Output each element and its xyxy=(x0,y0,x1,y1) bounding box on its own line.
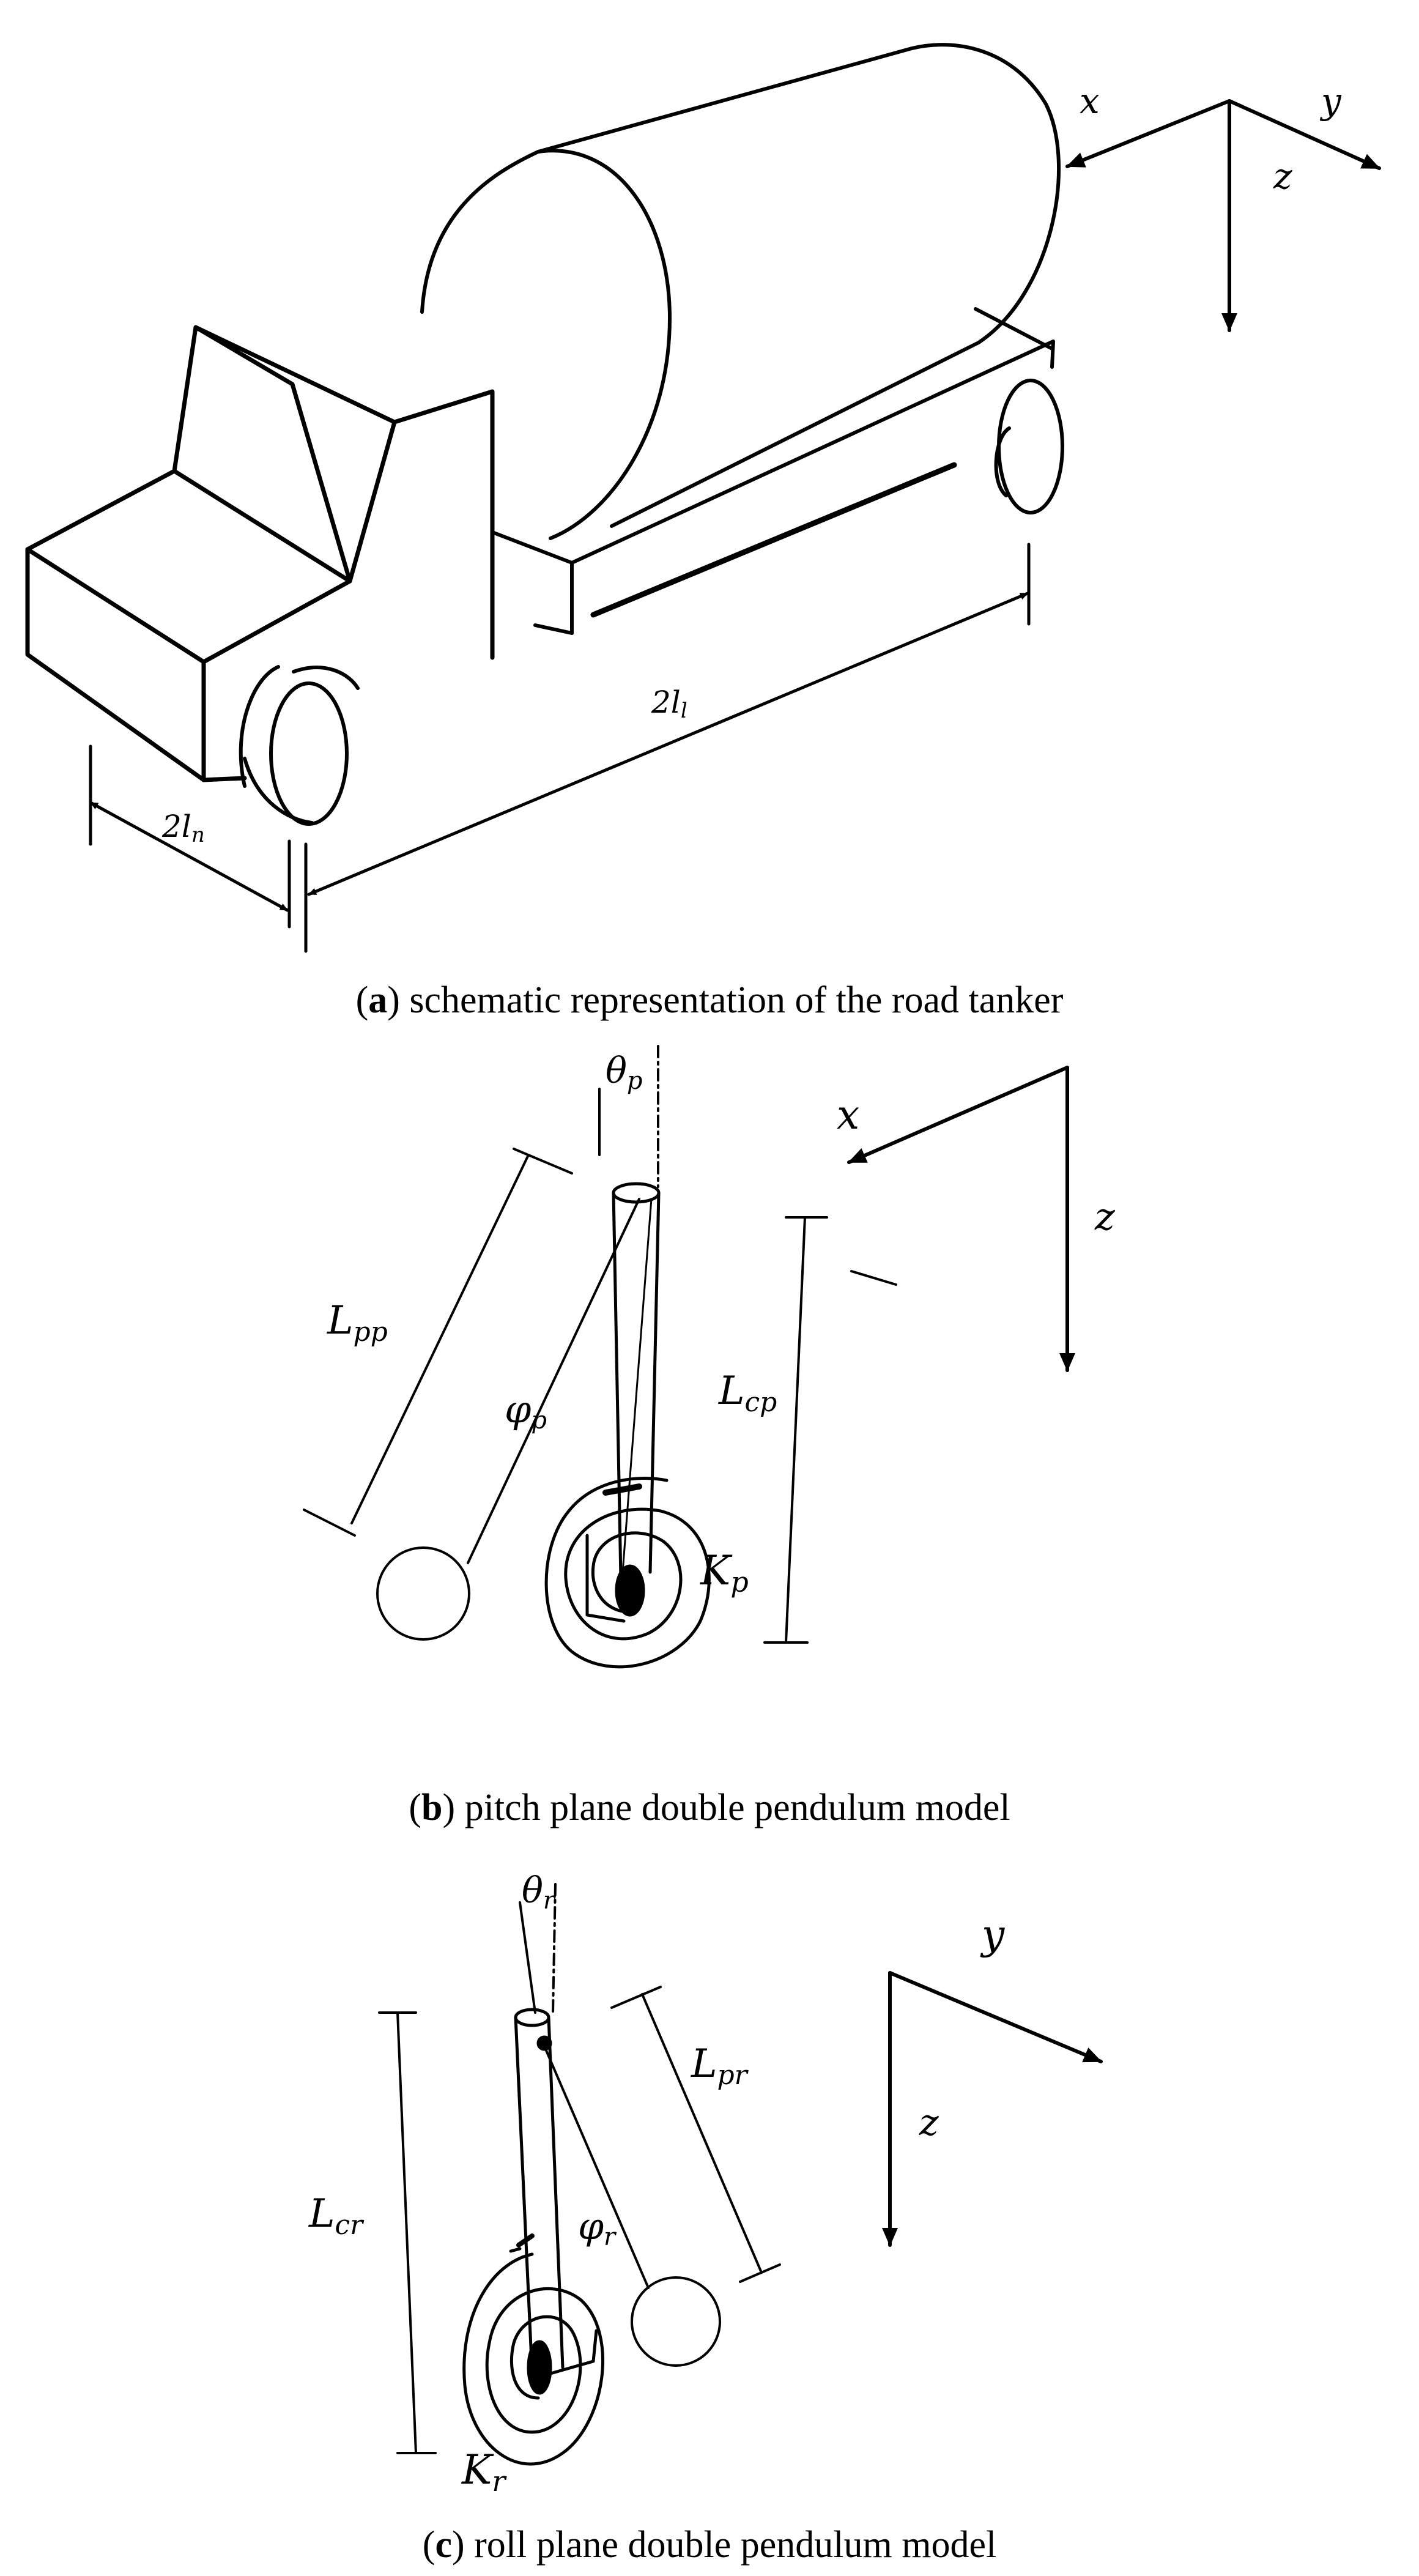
label-phi-p: φp xyxy=(505,1387,547,1435)
axis-label-y-a: y xyxy=(1319,80,1342,122)
pendulum-rod-b xyxy=(612,1182,661,1580)
pendulum-rod-c xyxy=(514,2008,565,2375)
label-Lpr: Lpr xyxy=(691,2041,749,2091)
panel-a-road-tanker: x y z xyxy=(25,43,1381,1021)
label-theta-p: θp xyxy=(606,1050,643,1095)
tank-cylinder xyxy=(420,43,1061,540)
torsion-spring-c xyxy=(462,2233,604,2466)
panel-b-pitch-model: x z θp φp xyxy=(303,1045,1115,1828)
trailer-chassis xyxy=(491,307,1055,635)
caption-c: (c) roll plane double pendulum model xyxy=(423,2524,996,2566)
theta-reference-c xyxy=(519,1883,557,2014)
label-Lpp: Lpp xyxy=(327,1298,388,1348)
axes-frame-c xyxy=(882,1971,1103,2247)
axis-label-y-c: y xyxy=(980,1911,1005,1958)
truck-cab xyxy=(25,325,495,782)
dimension-Lpp xyxy=(303,1148,573,1537)
axis-label-z-c: z xyxy=(919,2101,939,2144)
dimension-Lcr xyxy=(378,2011,437,2454)
dimension-Lpr xyxy=(610,1986,781,2283)
axis-label-x-b: x xyxy=(837,1091,859,1138)
label-Lcp: Lcp xyxy=(718,1368,777,1418)
axis-label-x-a: x xyxy=(1080,80,1100,122)
pendulum-b xyxy=(376,1198,640,1641)
label-Kp: Kp xyxy=(700,1547,749,1598)
axes-frame-b xyxy=(847,1066,1075,1372)
caption-b: (b) pitch plane double pendulum model xyxy=(409,1787,1010,1828)
pendulum-c xyxy=(543,2045,721,2367)
axes-frame-a xyxy=(1065,99,1381,332)
axis-label-z-a: z xyxy=(1273,155,1292,197)
dimension-front-track xyxy=(89,744,291,929)
front-wheel xyxy=(239,665,360,826)
label-2ln: 2ln xyxy=(161,809,205,847)
label-Kr: Kr xyxy=(461,2446,507,2498)
dimension-Lcp xyxy=(763,1216,828,1644)
label-theta-r: θr xyxy=(522,1869,557,1915)
label-Lcr: Lcr xyxy=(308,2191,365,2241)
axis-label-z-b: z xyxy=(1094,1194,1115,1239)
panel-c-roll-model: y z θr φr xyxy=(308,1869,1103,2566)
label-2ll: 2ll xyxy=(651,685,687,723)
theta-reference-b xyxy=(598,1045,659,1188)
caption-a: (a) schematic representation of the road… xyxy=(356,979,1064,1021)
torsion-spring-b xyxy=(544,1477,711,1669)
label-phi-r: φr xyxy=(578,2205,617,2251)
dimension-wheelbase xyxy=(304,543,1031,953)
rear-wheel xyxy=(994,379,1064,514)
